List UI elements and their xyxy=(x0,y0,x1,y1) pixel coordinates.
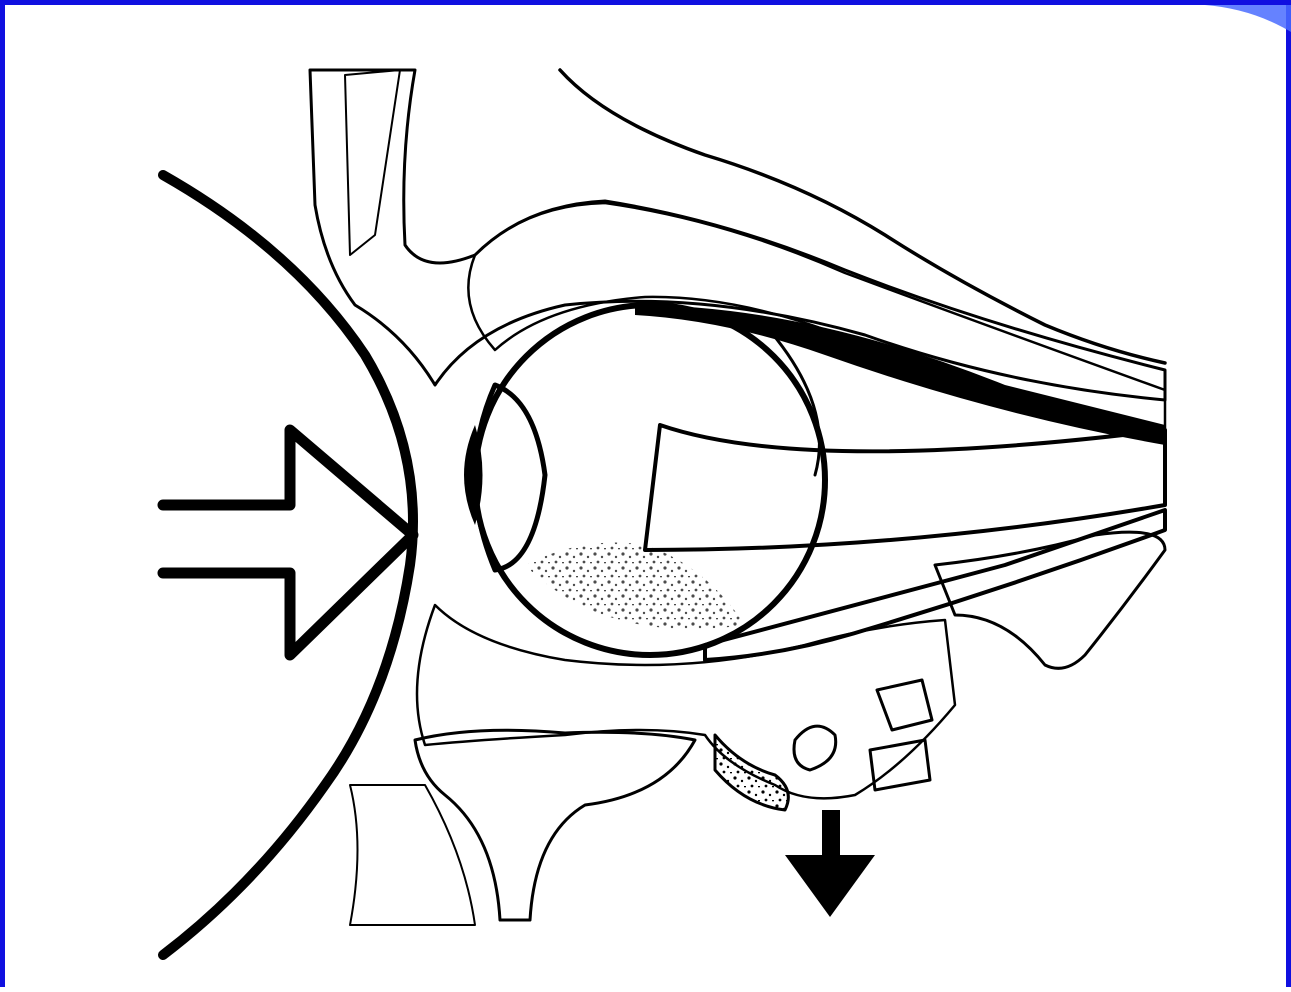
orbital-floor-fat xyxy=(417,605,955,798)
frontal-bone xyxy=(310,70,1165,400)
posterior-floor-bone xyxy=(935,532,1165,668)
herniated-fragments xyxy=(715,680,932,810)
superior-rectus xyxy=(635,305,1165,445)
skin-brow-outline xyxy=(560,70,1165,363)
optic-nerve xyxy=(645,425,1165,550)
globe-lower-stipple xyxy=(525,543,745,630)
maxilla-bone xyxy=(415,730,695,920)
cornea xyxy=(475,385,545,570)
frame-corner-accent xyxy=(1205,5,1291,35)
orbital-blowout-diagram xyxy=(5,5,1291,992)
inferior-rectus xyxy=(705,510,1165,660)
impact-force-arrow xyxy=(163,430,413,655)
frontal-sinus-cortex xyxy=(345,70,400,255)
orbital-floor-displacement-arrow xyxy=(785,810,875,917)
